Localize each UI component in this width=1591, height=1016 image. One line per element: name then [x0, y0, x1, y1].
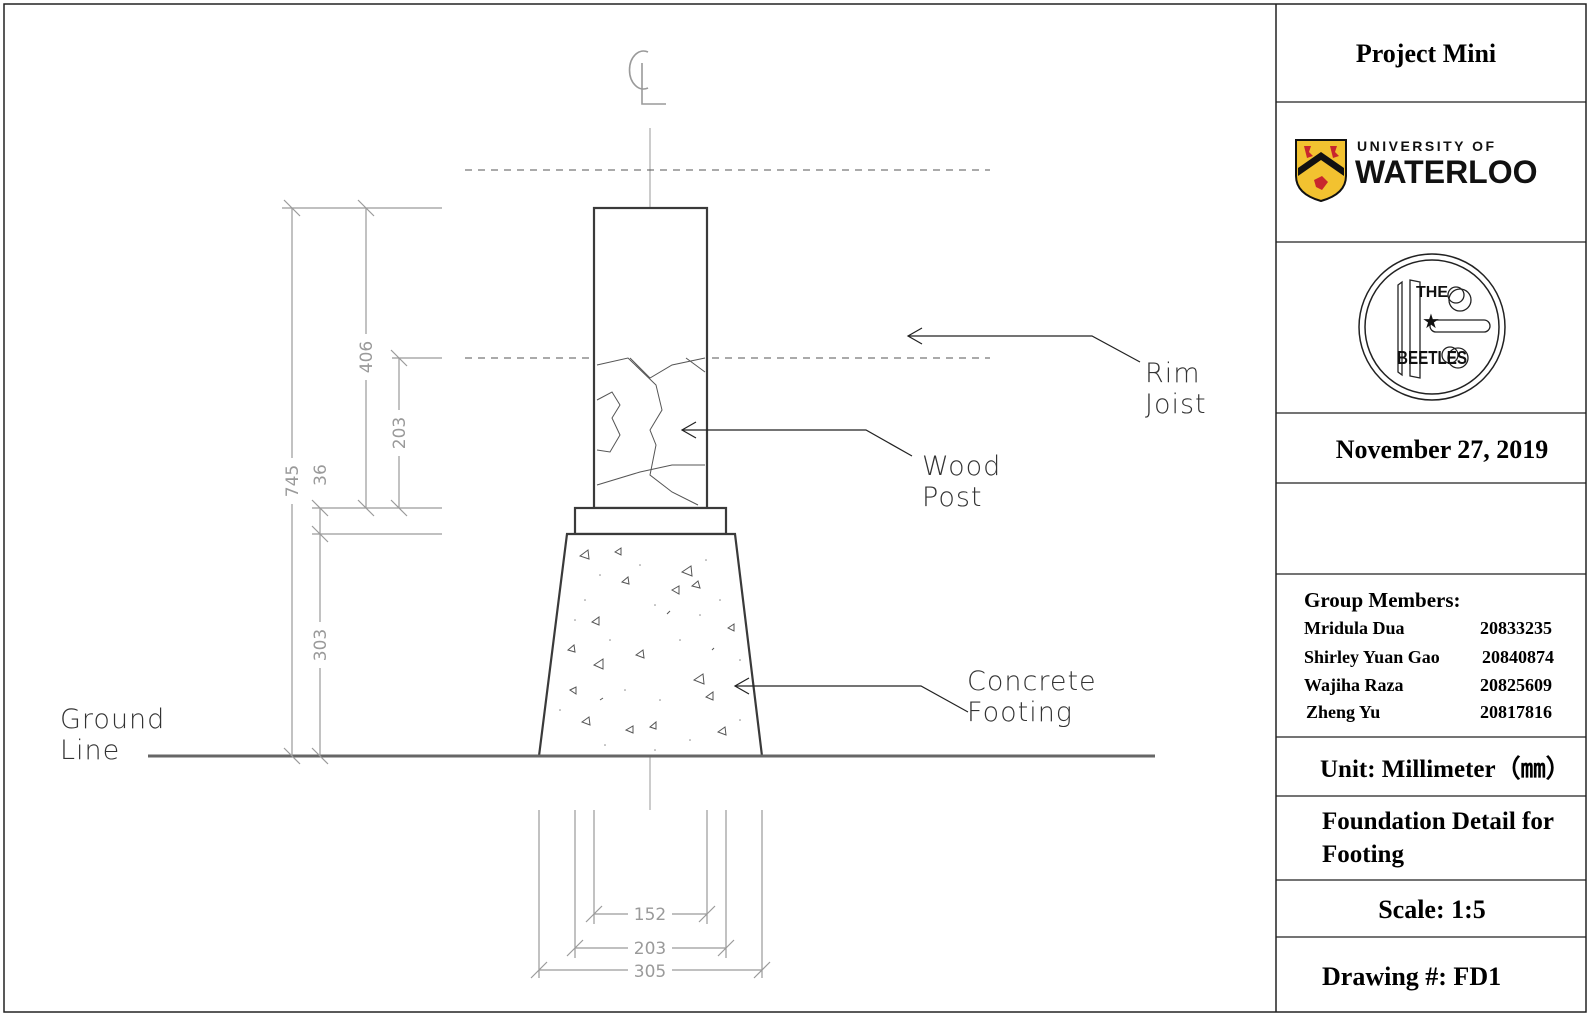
drawing-title-line1: Foundation Detail for [1322, 808, 1554, 835]
project-name: Project Mini [1356, 39, 1496, 68]
wood-post-leader [680, 421, 913, 457]
university-logo: UNIVERSITY OF WATERLOO [1295, 138, 1538, 203]
concrete-aggregate [566, 547, 735, 736]
university-name-line2: WATERLOO [1355, 154, 1538, 190]
member-id: 20840874 [1482, 647, 1554, 667]
group-logo-line2: BEETLES [1397, 348, 1467, 368]
member-id: 20833235 [1480, 618, 1552, 638]
vertical-dimension-labels: 745 406 203 36 303 [282, 334, 410, 668]
member-name: Zheng Yu [1306, 702, 1380, 722]
rim-joist-label-line2: Joist [1145, 389, 1207, 420]
wood-post [592, 206, 709, 510]
concrete-footing [537, 532, 764, 758]
member-name: Shirley Yuan Gao [1304, 647, 1440, 667]
university-crest-icon [1295, 139, 1347, 203]
dim-305: 305 [634, 962, 666, 982]
horizontal-dimensions [530, 810, 771, 979]
member-id: 20825609 [1480, 675, 1552, 695]
wood-post-label-line2: Post [922, 482, 983, 513]
dim-203-horizontal: 203 [634, 939, 666, 959]
concrete-footing-label-line1: Concrete [967, 666, 1097, 697]
rim-joist-label-line1: Rim [1145, 358, 1201, 389]
member-name: Wajiha Raza [1304, 675, 1404, 695]
rim-joist-leader [906, 327, 1141, 363]
unit-label: Unit: Millimeter（㎜） [1320, 754, 1571, 783]
dim-303: 303 [311, 629, 331, 661]
scale-label: Scale: 1:5 [1378, 895, 1486, 924]
title-block: Project Mini UNIVERSITY OF WATERLOO [1275, 4, 1586, 1012]
ground-line-label-line1: Ground [60, 704, 165, 735]
foundation-detail-drawing: Rim Joist Wood Post Concrete Footing Gro… [60, 50, 1207, 982]
centerline-symbol [628, 50, 666, 105]
concrete-footing-leader [733, 677, 969, 713]
horizontal-dimension-labels: 152 203 305 [628, 903, 672, 982]
member-name: Mridula Dua [1304, 618, 1405, 638]
drawing-title-line2: Footing [1322, 841, 1404, 868]
dim-203-vertical: 203 [390, 417, 410, 449]
drawing-number: Drawing #: FD1 [1322, 962, 1501, 991]
star-icon: ★ [1422, 309, 1440, 333]
concrete-footing-label-line2: Footing [967, 697, 1073, 728]
group-logo-line1: THE [1416, 284, 1448, 301]
wood-grain [596, 357, 706, 506]
dim-406: 406 [357, 341, 377, 373]
ground-line-label-line2: Line [60, 735, 120, 766]
bearing-plate [573, 506, 728, 536]
dim-36: 36 [311, 464, 331, 486]
members-heading: Group Members: [1304, 588, 1461, 612]
wood-post-label-line1: Wood [922, 451, 1001, 482]
concrete-speckles [559, 559, 741, 751]
vertical-dimensions [282, 199, 442, 765]
dim-745: 745 [283, 465, 303, 497]
member-id: 20817816 [1480, 702, 1552, 722]
group-logo: ★ THE BEETLES [1358, 253, 1506, 401]
university-name-line1: UNIVERSITY OF [1357, 138, 1497, 154]
sheet-border [3, 3, 1587, 1013]
drawing-date: November 27, 2019 [1336, 435, 1549, 464]
members-list: Mridula Dua 20833235 Shirley Yuan Gao 20… [1304, 618, 1554, 722]
dim-152: 152 [634, 905, 666, 925]
